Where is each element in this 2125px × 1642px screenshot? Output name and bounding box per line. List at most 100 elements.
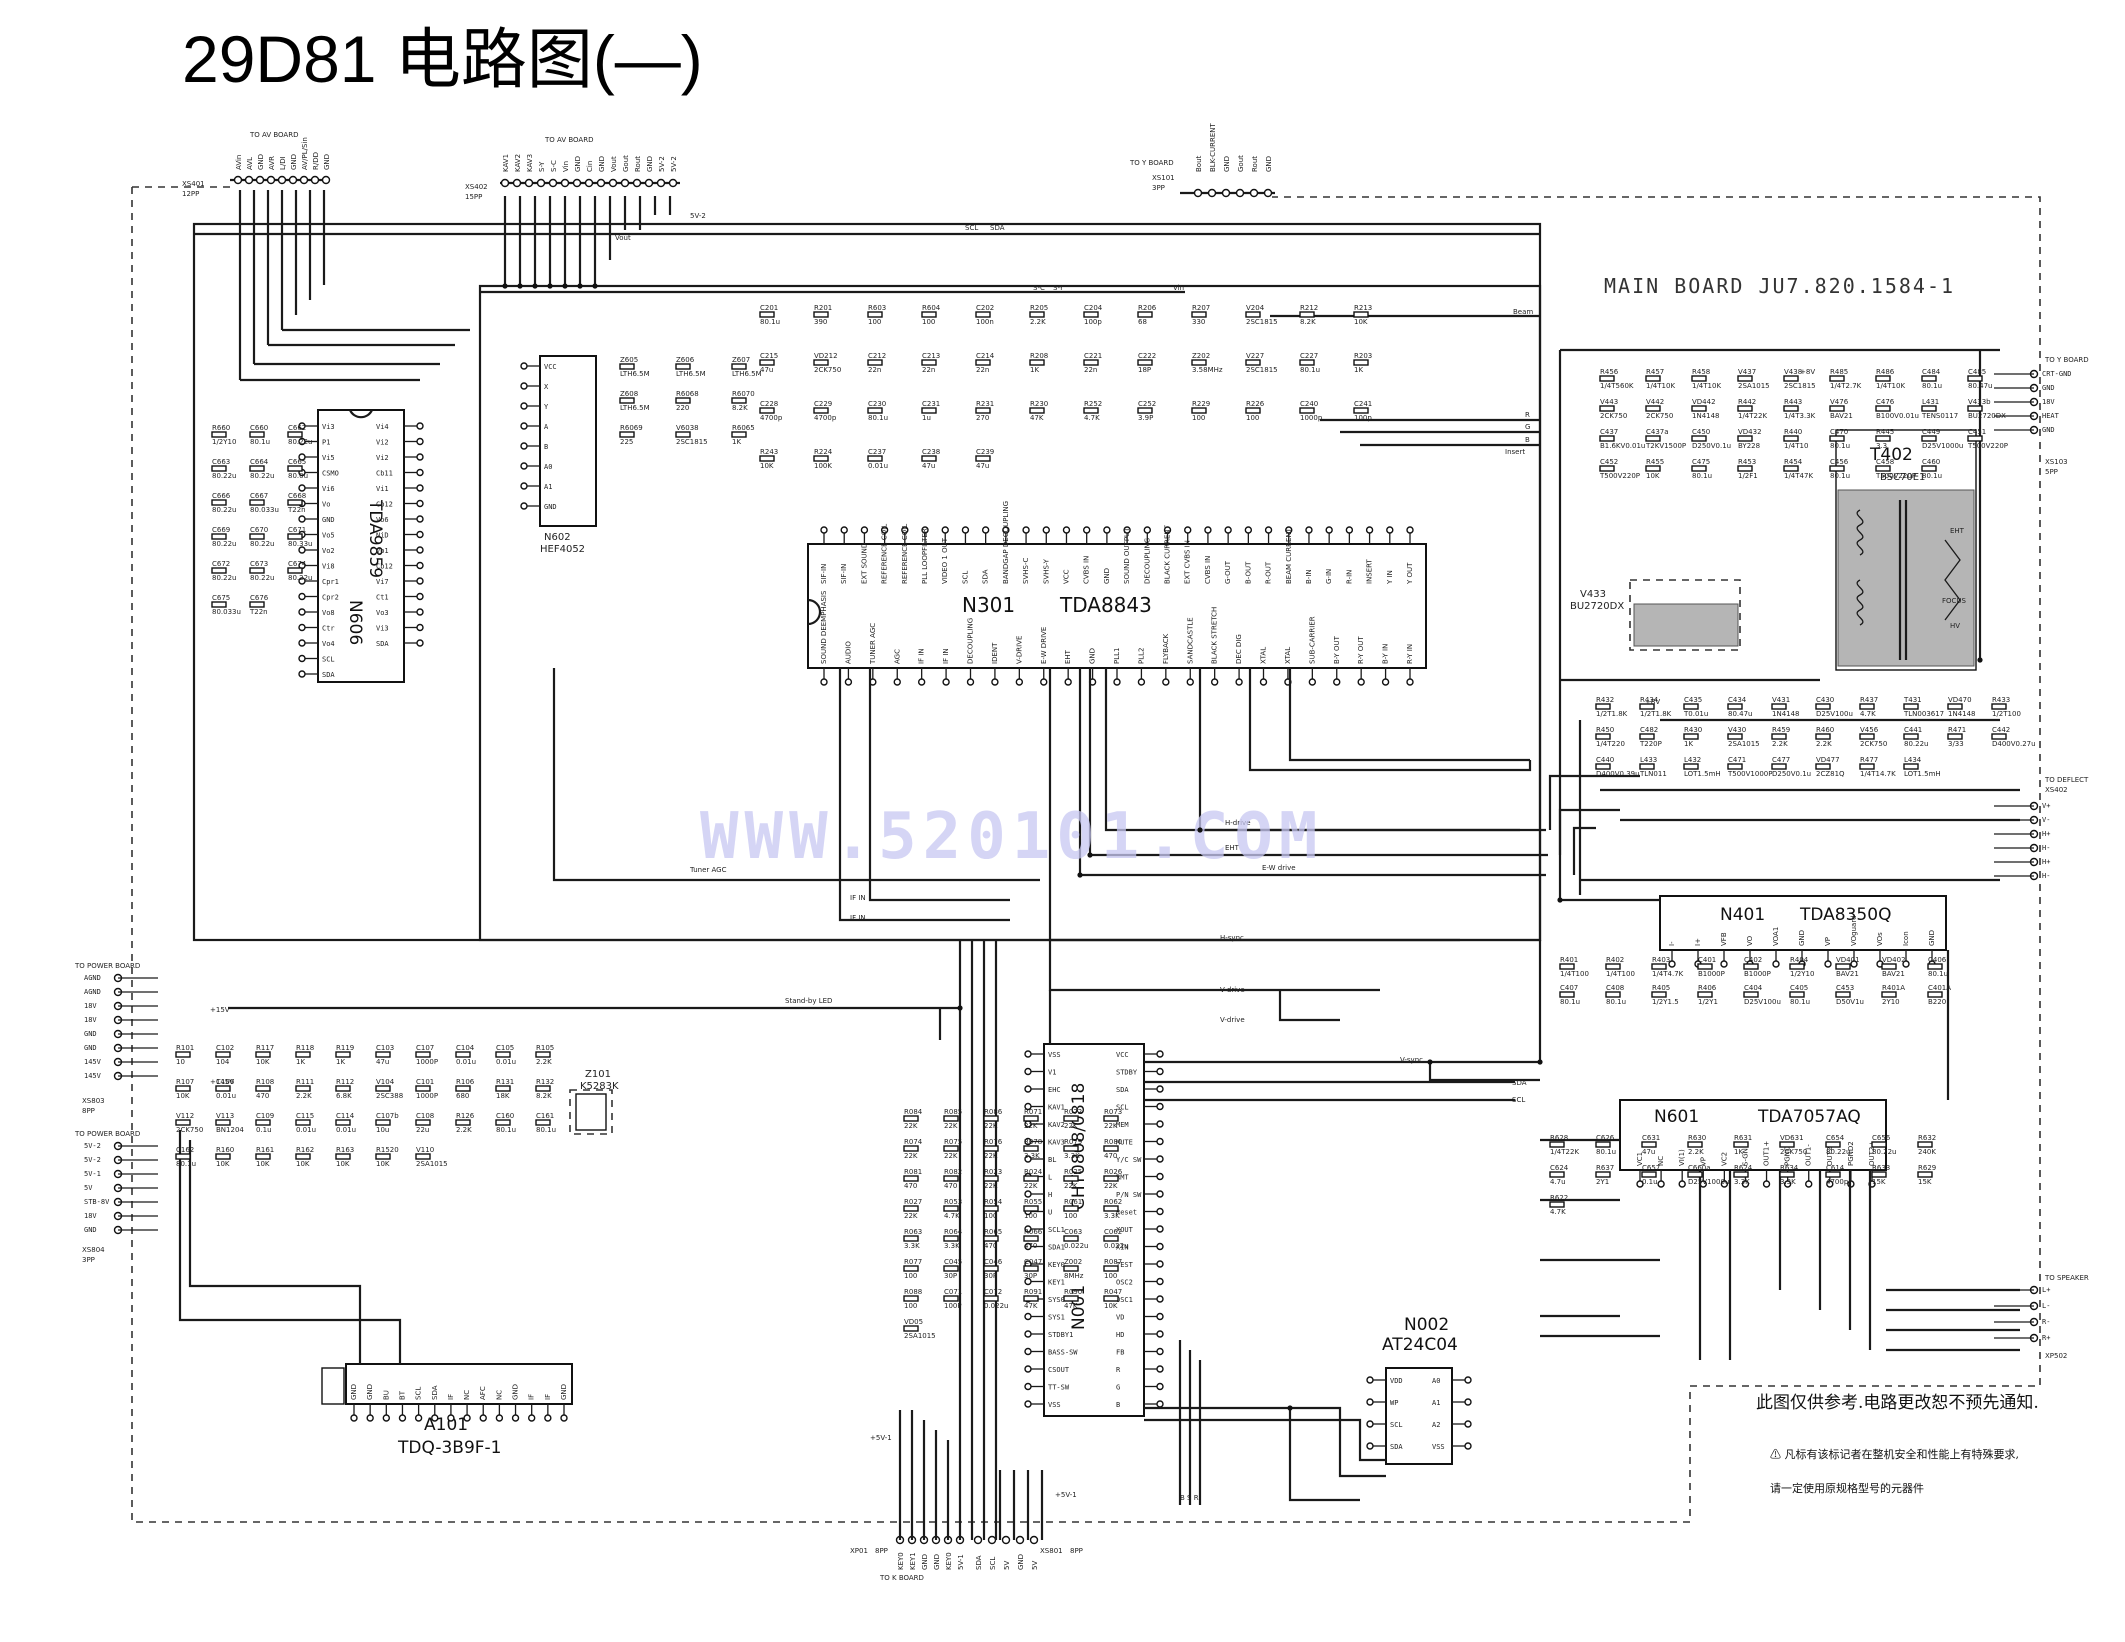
- rail-15v: +15V: [210, 1006, 230, 1014]
- n301-bottom-pin-20: SUB-CARRIER: [1308, 616, 1316, 664]
- n002-right-pin-2: A2: [1432, 1421, 1440, 1429]
- lbl-n001-val-16: 22K: [1064, 1182, 1078, 1190]
- lbl-n001-val-29: 0.022u: [1104, 1242, 1128, 1250]
- v433-part: BU2720DX: [1570, 601, 1624, 612]
- lbl-tuner-des-18: R131: [496, 1078, 514, 1086]
- xs402-pins-pin-14: 5V-2: [670, 156, 678, 172]
- saw-filter-z101: Z101 K5283K: [569, 1069, 619, 1135]
- lbl-n606-des-3: C663: [212, 458, 230, 466]
- lbl-n401-des-17: C401A: [1928, 984, 1951, 992]
- lbl-vdef-des-13: V430: [1728, 726, 1746, 734]
- lbl-n001-val-15: 22K: [1024, 1182, 1038, 1190]
- lbl-tuner-val-3: 1K: [296, 1058, 305, 1066]
- lbl-n401-des-11: R405: [1652, 984, 1670, 992]
- board-label: MAIN BOARD JU7.820.1584-1: [1604, 274, 1955, 298]
- lbl-n301-val-14: 22n: [868, 366, 881, 374]
- n601-pins-pin-9: OUT2-: [1826, 1144, 1834, 1166]
- lbl-tuner-val-15: 2SC388: [376, 1092, 403, 1100]
- lbl-n606-des-0: R660: [212, 424, 230, 432]
- xs801-pins-pin-1: SCL: [989, 1557, 997, 1570]
- lbl-n001-des-35: R087: [1104, 1258, 1122, 1266]
- lbl-hdef-des-16: L431: [1922, 398, 1939, 406]
- lbl-n001-val-13: 470: [944, 1182, 957, 1190]
- n002-right-pin-0: A0: [1432, 1377, 1440, 1385]
- n301-top-pin-19: CVBS IN: [1204, 556, 1212, 584]
- lbl-n001-val-12: 470: [904, 1182, 917, 1190]
- lbl-n301-des-5: R205: [1030, 304, 1048, 312]
- vdef-component-labels: R4321/2T1.8KR4341/2T1.8KC435T0.01uC43480…: [1595, 696, 2036, 778]
- lbl-n602-des-4: R6068: [676, 390, 699, 398]
- n301-top-pin-18: EXT CVBS IN: [1184, 540, 1192, 584]
- lbl-n301-des-36: R243: [760, 448, 778, 456]
- lbl-n601-des-15: C614: [1826, 1164, 1845, 1172]
- lbl-tuner-val-22: 0.1u: [256, 1126, 272, 1134]
- n606-left-pin-5: Vo: [322, 501, 330, 509]
- xs801-pins-pin-3: GND: [1017, 1554, 1025, 1570]
- lbl-hdef-des-3: V437: [1738, 368, 1756, 376]
- lbl-n001-des-23: R062: [1104, 1198, 1122, 1206]
- n602-component-labels: Z605LTH6.5MZ606LTH6.5MZ607LTH6.5MZ608LTH…: [619, 356, 762, 446]
- lbl-tuner-val-27: 2.2K: [456, 1126, 472, 1134]
- lbl-n001-val-41: 10K: [1104, 1302, 1118, 1310]
- lbl-hdef-des-6: R486: [1876, 368, 1895, 376]
- lbl-n001-des-33: C047: [1024, 1258, 1042, 1266]
- lbl-n401-des-12: R406: [1698, 984, 1717, 992]
- a101-pins-pin-13: GND: [560, 1384, 568, 1400]
- lbl-n001-val-20: 100: [984, 1212, 997, 1220]
- lbl-n401-val-8: 80.1u: [1928, 970, 1948, 978]
- lbl-n001-val-21: 100: [1024, 1212, 1037, 1220]
- lbl-tuner-val-29: 80.1u: [536, 1126, 556, 1134]
- lbl-hdef-des-33: C458: [1876, 458, 1894, 466]
- lbl-n001-des-38: C072: [984, 1288, 1002, 1296]
- n606-name: N606: [345, 600, 365, 645]
- lbl-hdef-des-30: R453: [1738, 458, 1756, 466]
- xs402-pins-pin-12: GND: [646, 156, 654, 172]
- lbl-vdef-val-16: 2CK750: [1860, 740, 1887, 748]
- n601-pins-pin-8: OUT1-: [1805, 1144, 1813, 1166]
- lbl-n601-des-10: R637: [1596, 1164, 1614, 1172]
- xs803-name: XS803: [82, 1097, 105, 1105]
- xs103-pins-pin-4: GND: [2042, 426, 2055, 434]
- lbl-hdef-des-4: V438: [1784, 368, 1802, 376]
- lbl-n301-val-26: 80.1u: [868, 414, 888, 422]
- lbl-n401-val-1: 1/4T100: [1606, 970, 1635, 978]
- lbl-vdef-val-6: 4.7K: [1860, 710, 1876, 718]
- lbl-n001-val-5: 22K: [1104, 1122, 1118, 1130]
- lbl-n301-des-27: C231: [922, 400, 940, 408]
- lbl-hdef-val-11: 1N4148: [1692, 412, 1720, 420]
- xs401-name: XS401: [182, 180, 205, 188]
- lbl-n602-des-1: Z606: [676, 356, 695, 364]
- lbl-n301-des-39: C238: [922, 448, 940, 456]
- xs801-pins-pin-4: 5V: [1031, 1561, 1039, 1570]
- n301-bottom-pin-5: IF IN: [942, 648, 950, 664]
- lbl-tuner-val-4: 1K: [336, 1058, 345, 1066]
- lbl-n601-des-3: R630: [1688, 1134, 1706, 1142]
- n001-left-pin-5: KAV3: [1048, 1139, 1065, 1147]
- xp01-pins-pin-0: KEY0: [897, 1552, 905, 1570]
- n001-left-pin-10: SCL1: [1048, 1226, 1065, 1234]
- n602-pins-pin-0: VCC: [544, 363, 557, 371]
- n301-top-pin-6: VIDEO 1 OUT: [941, 537, 949, 584]
- a101-pins-pin-8: AFC: [479, 1386, 487, 1400]
- n606-left-pin-15: SCL: [322, 656, 335, 664]
- lbl-n301-val-31: 3.9P: [1138, 414, 1153, 422]
- lbl-n001-des-3: R071: [1024, 1108, 1042, 1116]
- lbl-hdef-des-28: R455: [1646, 458, 1664, 466]
- xs402b-name: XS402: [2045, 786, 2068, 794]
- net-label-vout: Vout: [615, 234, 631, 242]
- lbl-hdef-val-20: D250V0.1u: [1692, 442, 1731, 450]
- lbl-vdef-val-3: 80.47u: [1728, 710, 1752, 718]
- xs401-pins-pin-1: AVL: [246, 157, 254, 170]
- watermark: WWW.520101.COM: [700, 800, 1323, 874]
- net-label-standby-led: Stand-by LED: [785, 997, 832, 1005]
- net-label-beam: Beam: [1513, 308, 1533, 316]
- lbl-n301-des-24: C228: [760, 400, 778, 408]
- lbl-n001-val-6: 22K: [904, 1152, 918, 1160]
- lbl-n401-des-9: C407: [1560, 984, 1578, 992]
- lbl-n001-val-10: 3.3K: [1064, 1152, 1080, 1160]
- n301-top-pin-12: VCC: [1062, 569, 1070, 584]
- lbl-hdef-val-15: B100V0.01u: [1876, 412, 1919, 420]
- lbl-n401-val-17: B220: [1928, 998, 1946, 1006]
